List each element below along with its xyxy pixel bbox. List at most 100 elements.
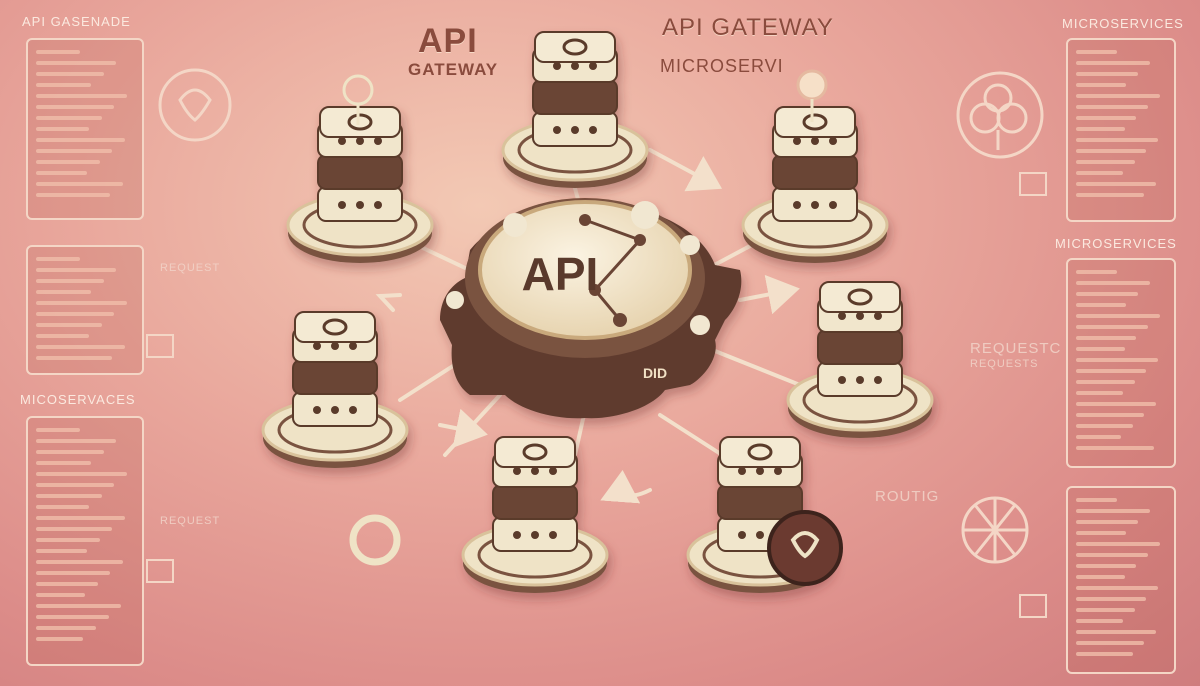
panel-text-line xyxy=(36,50,81,54)
panel-text-line xyxy=(1076,641,1145,645)
arrow-right-lower xyxy=(698,343,802,387)
panel-text-line xyxy=(1076,619,1123,623)
panel-text-line xyxy=(36,571,111,575)
panel-text-line xyxy=(1076,391,1123,395)
panel-text-line xyxy=(1076,83,1127,87)
panel-text-line xyxy=(36,560,124,564)
panel-text-line xyxy=(1076,520,1139,524)
panel-text-line xyxy=(1076,116,1137,120)
routing-label: ROUTIG xyxy=(875,488,940,505)
left-panel-bottom xyxy=(26,416,144,666)
panel-text-line xyxy=(1076,72,1139,76)
panel-text-line xyxy=(1076,435,1121,439)
panel-text-line xyxy=(1076,652,1133,656)
panel-text-line xyxy=(36,182,124,186)
panel-text-line xyxy=(1076,182,1157,186)
panel-text-line xyxy=(36,439,117,443)
panel-text-line xyxy=(1076,446,1155,450)
panel-text-line xyxy=(36,323,102,327)
panel-text-line xyxy=(36,61,117,65)
panel-text-line xyxy=(36,516,126,520)
panel-text-line xyxy=(1076,138,1158,142)
left-panel-top xyxy=(26,38,144,220)
panel-text-line xyxy=(1076,553,1148,557)
panel-text-line xyxy=(36,171,87,175)
hint-bulb-icon xyxy=(342,74,374,125)
panel-text-line xyxy=(1076,498,1117,502)
server-node-right xyxy=(786,281,934,438)
panel-text-line xyxy=(1076,347,1125,351)
panel-text-line xyxy=(1076,50,1117,54)
panel-text-line xyxy=(36,626,96,630)
panel-text-line xyxy=(1076,380,1135,384)
panel-text-line xyxy=(36,582,98,586)
heart-badge-icon xyxy=(767,510,843,586)
panel-text-line xyxy=(1076,281,1150,285)
panel-text-line xyxy=(36,604,122,608)
request-sublabel: REQUESTS xyxy=(970,358,1039,370)
panel-text-line xyxy=(36,312,115,316)
panel-text-line xyxy=(36,116,102,120)
server-node-top-left xyxy=(286,106,434,263)
panel-text-line xyxy=(36,72,104,76)
panel-text-line xyxy=(36,549,87,553)
panel-text-line xyxy=(36,615,109,619)
panel-text-line xyxy=(1076,61,1150,65)
panel-text-line xyxy=(36,290,91,294)
panel-text-line xyxy=(36,334,89,338)
panel-text-line xyxy=(36,494,102,498)
connection-arrows xyxy=(375,148,802,504)
left-microservices-label: MICOSERVACES xyxy=(20,392,136,407)
server-node-bottom xyxy=(461,436,609,593)
panel-text-line xyxy=(36,356,113,360)
panel-text-line xyxy=(1076,575,1125,579)
panel-text-line xyxy=(1076,325,1148,329)
panel-text-line xyxy=(36,257,81,261)
panel-text-line xyxy=(1076,314,1160,318)
microservices-heading: MICROSERVI xyxy=(660,56,784,76)
arrow-left-chevron xyxy=(375,293,402,312)
api-hub xyxy=(440,198,742,419)
panel-text-line xyxy=(1076,369,1147,373)
panel-text-line xyxy=(1076,564,1137,568)
panel-text-line xyxy=(36,149,113,153)
right-microservices-label: MICROSERVICES xyxy=(1055,236,1177,251)
panel-text-line xyxy=(1076,424,1133,428)
arrow-bottom-right xyxy=(658,413,732,462)
panel-text-line xyxy=(36,193,111,197)
server-node-top-right xyxy=(741,106,889,263)
arrow-top-right xyxy=(648,148,723,192)
server-node-left xyxy=(261,311,409,468)
panel-text-line xyxy=(36,593,85,597)
globe-icon xyxy=(961,496,1029,564)
hub-sublabel: DID xyxy=(643,365,667,381)
panel-text-line xyxy=(36,637,84,641)
api-title-line2: GATEWAY xyxy=(408,60,499,79)
panel-text-line xyxy=(1076,402,1157,406)
panel-text-line xyxy=(1076,292,1139,296)
request-label: REQUESTC xyxy=(970,340,1062,357)
panel-text-line xyxy=(1076,149,1147,153)
panel-text-line xyxy=(36,472,128,476)
bulb-icon-right xyxy=(796,69,828,122)
panel-text-line xyxy=(36,505,89,509)
right-header: MICROSERVICES xyxy=(1062,16,1184,31)
panel-text-line xyxy=(36,450,104,454)
panel-text-line xyxy=(36,160,100,164)
api-title-line1: API xyxy=(418,22,478,60)
panel-text-line xyxy=(1076,171,1123,175)
panel-text-line xyxy=(36,138,126,142)
arrow-bottom-left xyxy=(443,393,502,457)
panel-text-line xyxy=(1076,270,1117,274)
radar-icon xyxy=(158,68,232,142)
server-node-top xyxy=(501,31,649,188)
right-panel-bottom xyxy=(1066,486,1176,674)
ring-icon xyxy=(349,514,401,566)
panel-text-line xyxy=(1076,413,1145,417)
panel-text-line xyxy=(36,345,126,349)
panel-text-line xyxy=(1076,193,1145,197)
panel-text-line xyxy=(1076,630,1157,634)
arrow-right-short xyxy=(738,274,800,315)
panel-text-line xyxy=(1076,542,1160,546)
